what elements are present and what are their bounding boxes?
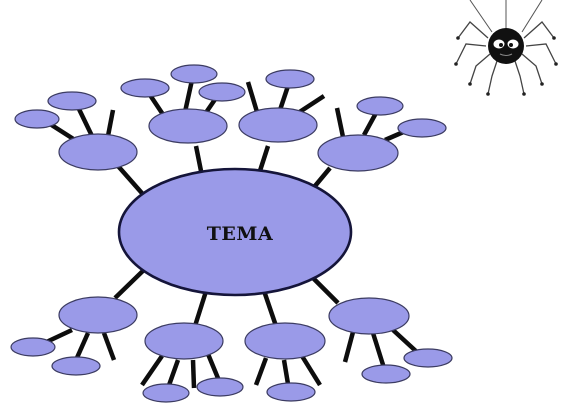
leaf-node bbox=[51, 356, 101, 376]
branch-node bbox=[58, 296, 138, 334]
spider-eye bbox=[493, 39, 505, 49]
branch-node bbox=[238, 107, 318, 143]
edge-leaf bbox=[391, 328, 420, 355]
spider-body bbox=[488, 28, 524, 64]
branch-node bbox=[144, 322, 224, 360]
branch-nodes bbox=[58, 107, 410, 360]
spider-joint bbox=[454, 62, 458, 66]
spider-leg bbox=[455, 43, 487, 65]
edge-leaf bbox=[362, 111, 378, 137]
leaf-node bbox=[265, 69, 315, 89]
spider-leg bbox=[469, 53, 491, 85]
branch-node bbox=[317, 134, 399, 172]
leaf-node bbox=[10, 337, 56, 357]
branch-node bbox=[58, 133, 138, 171]
leaf-node bbox=[356, 96, 404, 116]
edge-stub bbox=[105, 109, 116, 137]
leaf-node bbox=[361, 364, 411, 384]
edge-stub bbox=[334, 107, 346, 138]
edge-leaf bbox=[277, 85, 291, 111]
spider-leg bbox=[513, 57, 525, 95]
spider-joint bbox=[522, 92, 526, 96]
spider-leg bbox=[521, 53, 543, 85]
spider-joint bbox=[554, 62, 558, 66]
spider-joint bbox=[552, 36, 556, 40]
leaf-node bbox=[170, 64, 218, 84]
spider-leg bbox=[523, 21, 555, 39]
edge-stub bbox=[140, 354, 164, 387]
edge-leaf bbox=[370, 332, 387, 369]
leaf-node bbox=[14, 109, 60, 129]
spider-joint bbox=[468, 82, 472, 86]
center-node-label: TEMA bbox=[207, 223, 273, 245]
leaf-node bbox=[198, 82, 246, 102]
center-node bbox=[117, 167, 353, 297]
spider-leg bbox=[457, 21, 489, 39]
edge-stub bbox=[300, 354, 322, 387]
leaf-node bbox=[403, 348, 453, 368]
spider-joint bbox=[456, 36, 460, 40]
leaf-node bbox=[120, 78, 170, 98]
edge-stub bbox=[101, 332, 117, 361]
edge-stub bbox=[342, 331, 356, 363]
spider-icon bbox=[454, 0, 558, 96]
edge-stub bbox=[245, 81, 260, 113]
spider-thread bbox=[521, 0, 543, 33]
leaf-node bbox=[397, 118, 447, 138]
edge-stub bbox=[296, 94, 326, 115]
spider-joint bbox=[540, 82, 544, 86]
edge-leaf bbox=[165, 359, 181, 389]
spider-joint bbox=[486, 92, 490, 96]
spider-pupil bbox=[509, 43, 513, 47]
leaf-node bbox=[196, 377, 244, 397]
edge-stub bbox=[190, 359, 197, 389]
spider-thread bbox=[469, 0, 493, 33]
edge-leaf bbox=[73, 332, 91, 361]
spider-mouth bbox=[499, 53, 513, 56]
spider-pupil bbox=[499, 43, 503, 47]
edge-leaf bbox=[48, 122, 77, 142]
edge-leaf bbox=[148, 93, 166, 118]
center-node-group: TEMA bbox=[117, 167, 353, 297]
spider-eye bbox=[507, 39, 519, 49]
leaf-node bbox=[47, 91, 97, 111]
edge-stub bbox=[253, 357, 269, 386]
leaf-node bbox=[142, 383, 190, 403]
edge-leaf bbox=[75, 106, 95, 137]
branch-node bbox=[148, 108, 228, 144]
edge-leaf bbox=[182, 79, 195, 113]
edge-leaf bbox=[281, 359, 291, 385]
spider-leg bbox=[525, 43, 557, 65]
spider-leg bbox=[487, 57, 499, 95]
branch-node bbox=[244, 322, 326, 360]
branch-node bbox=[328, 297, 410, 335]
leaf-nodes bbox=[10, 64, 453, 403]
leaf-node bbox=[266, 382, 316, 402]
